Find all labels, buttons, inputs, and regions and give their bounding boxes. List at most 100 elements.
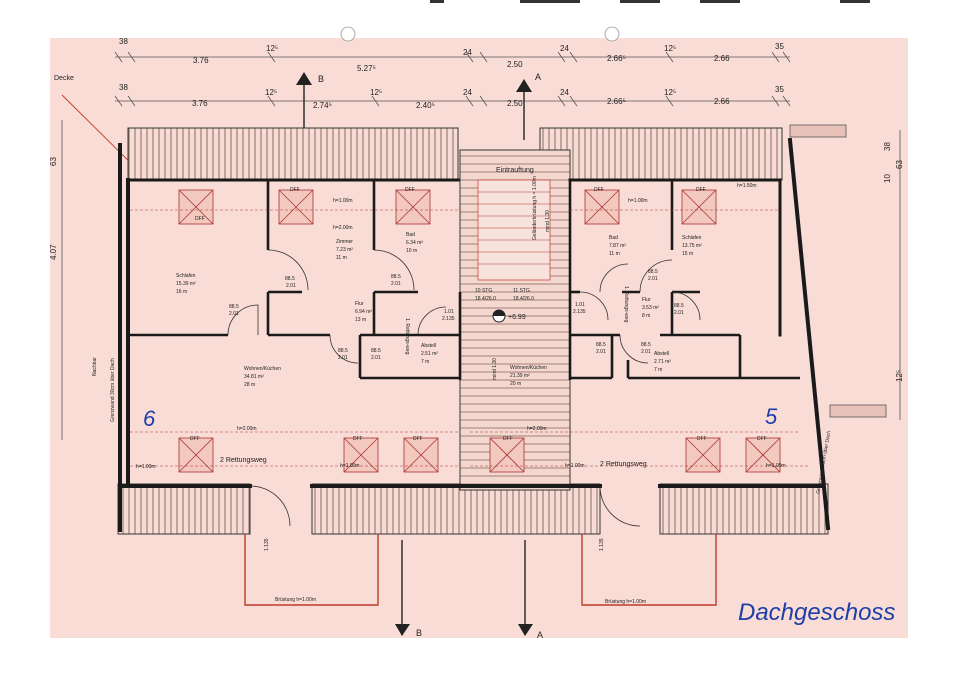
door-dim: 2.01 [371, 355, 381, 361]
room-area: 3.53 m² [642, 305, 659, 311]
room-name: Bad [609, 235, 618, 241]
room-name: Abstell [421, 343, 436, 349]
dim-top1-3: 5.27⁵ [357, 64, 376, 73]
dim-top2-4: 12⁵ [370, 88, 382, 97]
section-b-bottom-label: B [416, 628, 422, 638]
dim-top1-0: 38 [119, 37, 128, 46]
room-perimeter: 11 m [609, 251, 620, 257]
dff-label: DFF [503, 436, 513, 442]
room-abstell-left: Abstell 2.51 m² 7 m [421, 343, 438, 365]
dff-label: DFF [195, 216, 205, 222]
door-dim: 2.01 [648, 276, 658, 282]
stair-width-right: mind 1.30 [545, 210, 551, 232]
balcony-railing-left: Brüstung h=1.00m [275, 597, 316, 603]
dim-top1-5: 2.50 [507, 60, 523, 69]
scan-mark [700, 0, 740, 3]
roof-rafters-bottom-2 [311, 483, 601, 535]
dim-right-0: 38 [883, 142, 892, 151]
door-dim: 88.5 [391, 274, 401, 280]
room-name: Wohnen/Küchen [510, 365, 547, 371]
escape-route-2-left: 2 Rettungsweg [220, 457, 267, 464]
room-area: 15.39 m² [176, 281, 196, 287]
door-dim: 88.5 [674, 303, 684, 309]
section-marker-b-bottom: B [395, 540, 422, 638]
door-dim: 2.01 [286, 283, 296, 289]
height-lines [130, 209, 810, 467]
scan-mark [520, 0, 580, 3]
dim-top1-8: 12⁵ [664, 44, 676, 53]
door-dim: 88.5 [285, 276, 295, 282]
dim-right-2: 63 [895, 160, 904, 169]
dff-label: DFF [413, 436, 423, 442]
door-dim: 88.5 [338, 348, 348, 354]
neighbor-label: Nachbar [92, 357, 98, 376]
dim-top2-5: 2.40⁵ [416, 101, 435, 110]
balcony-railing-right: Brüstung h=1.00m [605, 599, 646, 605]
room-name: Abstell [654, 351, 669, 357]
room-perimeter: 13 m [355, 317, 366, 323]
room-perimeter: 28 m [244, 382, 255, 388]
section-a-bottom-label: A [537, 630, 543, 640]
room-perimeter: 8 m [642, 313, 650, 319]
room-area: 2.71 m² [654, 359, 671, 365]
stair-railing-label: Geländerbrüstung h = 1.00m [532, 176, 538, 240]
stair-level: +6.99 [508, 314, 526, 321]
dim-top2-1: 3.76 [192, 99, 208, 108]
room-name: Schlafen [682, 235, 702, 241]
height-label: h=1.50m [737, 183, 757, 189]
stair-treads [478, 191, 550, 265]
height-label: h=1.00m [333, 198, 353, 204]
door-dim: 2.01 [391, 281, 401, 287]
neighbor-wall-top [789, 124, 847, 138]
height-label: h=1.00m [766, 463, 786, 469]
dff-label: DFF [290, 187, 300, 193]
room-bad-left: Bad 6.34 m² 10 m [406, 232, 423, 254]
door-dim: 88.5 [596, 342, 606, 348]
scan-mark [620, 0, 660, 3]
room-perimeter: 20 m [510, 381, 521, 387]
dim-left-0: 63 [49, 157, 58, 166]
dim-top1-6: 24 [560, 44, 569, 53]
stair-flight [477, 179, 551, 281]
section-marker-a-bottom: A [518, 540, 543, 640]
handwritten-unit-left: 6 [143, 406, 156, 431]
dim-right-3: 12⁵ [895, 370, 904, 382]
handwritten-title: Dachgeschoss [738, 599, 895, 626]
room-flur-left: Flur 6.94 m² 13 m [355, 301, 372, 323]
dim-top1-10: 35 [775, 42, 784, 51]
dim-right-1: 10 [883, 174, 892, 183]
dim-top2-11: 2.66 [714, 97, 730, 106]
door-dim: 2.135 [442, 316, 455, 322]
handwritten-unit-right: 5 [765, 404, 778, 429]
room-perimeter: 11 m [336, 255, 347, 261]
dff-windows [178, 189, 781, 473]
balconies [244, 534, 717, 606]
room-wohnen-left: Wohnen/Küchen 34.81 m² 28 m [244, 366, 281, 388]
dff-label: DFF [757, 436, 767, 442]
height-label: h=1.00m [136, 464, 156, 470]
height-label: h=1.00m [340, 463, 360, 469]
dim-top2-3: 2.74⁵ [313, 101, 332, 110]
punch-hole-right [604, 26, 620, 42]
balcony-dim-left: 1.135 [264, 538, 270, 551]
door-dim: 88.5 [648, 269, 658, 275]
interior-walls [128, 180, 800, 380]
room-schlafen-right: Schlafen 13.75 m² 15 m [682, 235, 702, 257]
section-marker-a-top: A [516, 72, 541, 140]
door-swings [227, 249, 701, 527]
room-perimeter: 15 m [682, 251, 693, 257]
room-schlafen-left: Schlafen 15.39 m² 16 m [176, 273, 196, 295]
room-wohnen-right: Wohnen/Küchen 21.39 m² 20 m [510, 365, 547, 387]
scan-mark [430, 0, 444, 3]
door-dim: 1.01 [575, 302, 585, 308]
door-dim: 1.01 [444, 309, 454, 315]
roof-rafters-top-left [127, 127, 459, 181]
room-area: 7.23 m² [336, 247, 353, 253]
dff-label: DFF [696, 187, 706, 193]
scan-mark [840, 0, 870, 3]
dimension-line-top-2 [114, 95, 791, 107]
dim-top1-2: 12⁵ [266, 44, 278, 53]
room-name: Flur [355, 301, 364, 307]
escape-route-2-right: 2 Rettungsweg [600, 461, 647, 468]
